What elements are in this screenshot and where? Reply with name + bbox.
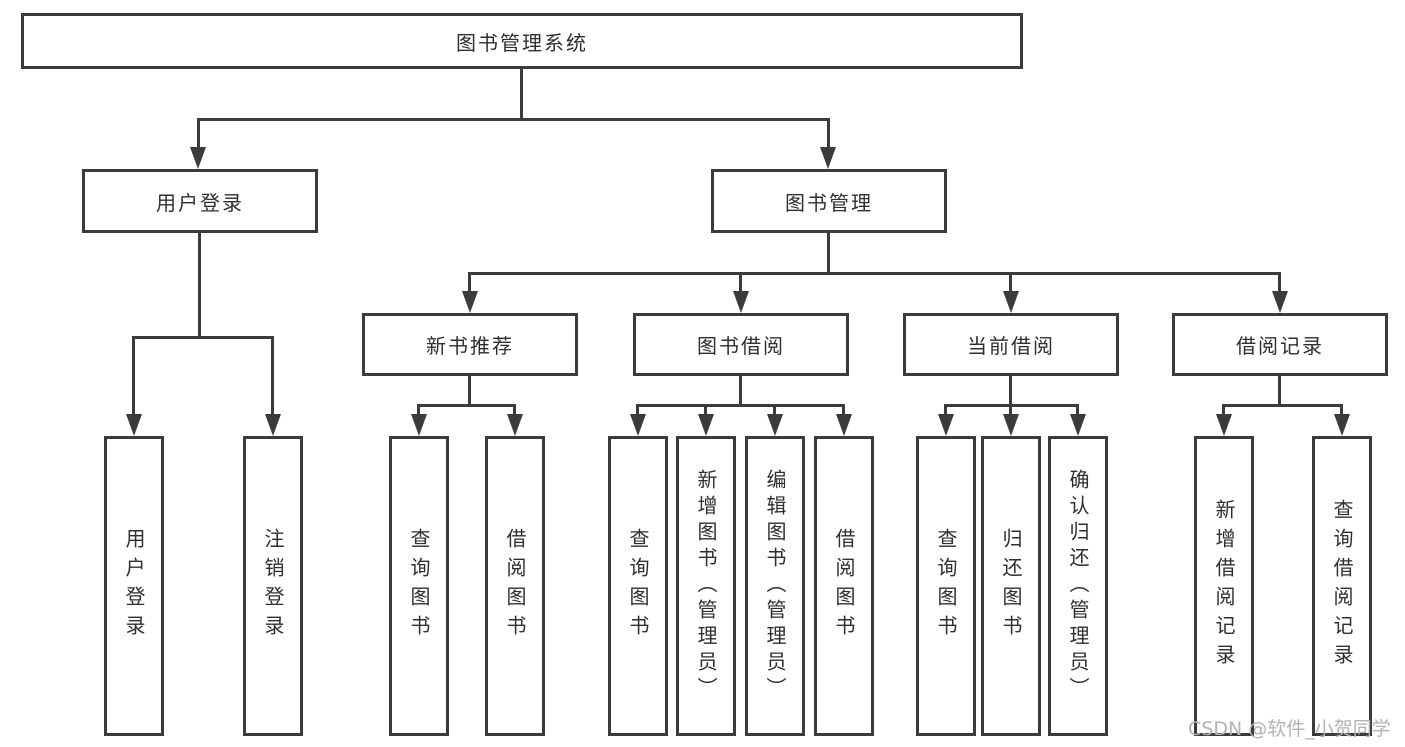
node-book-borrowing: 图书借阅 <box>633 313 849 376</box>
csdn-watermark: CSDN @软件_小贺同学 <box>1188 718 1391 740</box>
node-user-login-module-label: 用户登录 <box>156 190 244 215</box>
node-book-borrowing-label: 图书借阅 <box>697 334 785 358</box>
connector-borrowing-records-stem <box>1278 375 1281 406</box>
connector-drop-borrowing-records <box>1278 272 1281 294</box>
connector-drop-leaf-6 <box>773 404 776 417</box>
arrowhead-to-user-login-leaf <box>126 414 142 436</box>
leaf-add-borrow-record-label: 新增借阅记录 <box>1212 499 1236 673</box>
node-current-borrowing: 当前借阅 <box>903 313 1119 376</box>
arrowhead-to-current-borrowing <box>1003 291 1019 313</box>
node-new-book-recommend: 新书推荐 <box>362 313 578 376</box>
connector-new-book-recommend-horizontal <box>417 404 516 407</box>
leaf-query-borrow-record: 查询借阅记录 <box>1312 436 1372 736</box>
arrowhead-to-leaf-3 <box>507 414 523 436</box>
leaf-borrow-books-recommend: 借阅图书 <box>485 436 545 736</box>
arrowhead-to-leaf-5 <box>698 414 714 436</box>
arrowhead-to-book-management-module <box>820 147 836 169</box>
leaf-logout-label: 注销登录 <box>261 528 285 644</box>
connector-book-management-horizontal <box>468 272 1281 275</box>
connector-book-borrowing-horizontal <box>636 404 845 407</box>
node-current-borrowing-label: 当前借阅 <box>967 334 1055 358</box>
arrowhead-to-leaf-6 <box>767 414 783 436</box>
leaf-borrow-books-borrowing: 借阅图书 <box>814 436 874 736</box>
leaf-user-login-label: 用户登录 <box>122 528 146 644</box>
arrowhead-to-new-book-recommend <box>462 291 478 313</box>
connector-drop-leaf-3 <box>513 404 516 417</box>
arrowhead-to-leaf-10 <box>1070 414 1086 436</box>
leaf-add-books-admin-label: 新增图书（管理员） <box>694 469 718 703</box>
leaf-query-books-borrowing-label: 查询图书 <box>626 528 650 644</box>
leaf-add-books-admin: 新增图书（管理员） <box>676 436 736 736</box>
arrowhead-to-leaf-8 <box>938 414 954 436</box>
connector-root-horizontal <box>197 118 830 121</box>
connector-drop-leaf-8 <box>944 404 947 417</box>
connector-borrowing-records-horizontal <box>1222 404 1343 407</box>
leaf-return-books-label: 归还图书 <box>999 528 1023 644</box>
arrowhead-to-borrowing-records <box>1272 291 1288 313</box>
leaf-query-books-recommend: 查询图书 <box>389 436 449 736</box>
connector-drop-current-borrowing <box>1009 272 1012 294</box>
connector-drop-leaf-7 <box>842 404 845 417</box>
connector-drop-leaf-2 <box>417 404 420 417</box>
arrowhead-to-leaf-4 <box>630 414 646 436</box>
connector-new-book-recommend-stem <box>468 375 471 406</box>
leaf-query-borrow-record-label: 查询借阅记录 <box>1330 499 1354 673</box>
connector-drop-new-book-recommend <box>468 272 471 294</box>
connector-book-borrowing-stem <box>739 375 742 406</box>
connector-drop-leaf-11 <box>1222 404 1225 417</box>
connector-root-drop-left <box>197 118 200 150</box>
leaf-borrow-books-recommend-label: 借阅图书 <box>503 528 527 644</box>
leaf-add-borrow-record: 新增借阅记录 <box>1194 436 1254 736</box>
connector-root-drop-right <box>827 118 830 150</box>
node-root: 图书管理系统 <box>21 13 1023 69</box>
connector-drop-leaf-4 <box>636 404 639 417</box>
connector-drop-leaf-10 <box>1076 404 1079 417</box>
node-user-login-module: 用户登录 <box>82 169 318 233</box>
leaf-return-books: 归还图书 <box>981 436 1041 736</box>
leaf-confirm-return-admin-label: 确认归还（管理员） <box>1066 469 1090 703</box>
arrowhead-to-leaf-9 <box>1003 414 1019 436</box>
leaf-query-books-borrowing: 查询图书 <box>608 436 668 736</box>
connector-user-login-stem <box>198 232 201 338</box>
leaf-edit-books-admin: 编辑图书（管理员） <box>745 436 805 736</box>
connector-book-management-stem <box>827 232 830 274</box>
arrowhead-to-leaf-7 <box>836 414 852 436</box>
node-borrowing-records-label: 借阅记录 <box>1236 334 1324 358</box>
leaf-query-books-current-label: 查询图书 <box>934 528 958 644</box>
arrowhead-to-user-login-module <box>190 147 206 169</box>
leaf-query-books-current: 查询图书 <box>916 436 976 736</box>
node-book-management-module: 图书管理 <box>711 169 947 233</box>
arrowhead-to-leaf-11 <box>1216 414 1232 436</box>
node-root-label: 图书管理系统 <box>456 30 588 55</box>
connector-user-login-horizontal <box>132 336 274 339</box>
node-book-management-module-label: 图书管理 <box>785 190 873 215</box>
connector-current-borrowing-stem <box>1009 375 1012 406</box>
connector-drop-user-login-leaf <box>132 336 135 417</box>
connector-drop-logout-leaf <box>271 336 274 417</box>
connector-drop-leaf-9 <box>1009 404 1012 417</box>
arrowhead-to-leaf-2 <box>411 414 427 436</box>
leaf-logout: 注销登录 <box>243 436 303 736</box>
arrowhead-to-leaf-12 <box>1334 414 1350 436</box>
node-new-book-recommend-label: 新书推荐 <box>426 334 514 358</box>
connector-root-stem <box>520 68 523 120</box>
connector-drop-leaf-12 <box>1340 404 1343 417</box>
leaf-user-login: 用户登录 <box>104 436 164 736</box>
node-borrowing-records: 借阅记录 <box>1172 313 1388 376</box>
leaf-query-books-recommend-label: 查询图书 <box>407 528 431 644</box>
leaf-borrow-books-borrowing-label: 借阅图书 <box>832 528 856 644</box>
leaf-edit-books-admin-label: 编辑图书（管理员） <box>763 469 787 703</box>
connector-drop-leaf-5 <box>704 404 707 417</box>
leaf-confirm-return-admin: 确认归还（管理员） <box>1048 436 1108 736</box>
connector-drop-book-borrowing <box>739 272 742 294</box>
arrowhead-to-logout-leaf <box>265 414 281 436</box>
arrowhead-to-book-borrowing <box>733 291 749 313</box>
